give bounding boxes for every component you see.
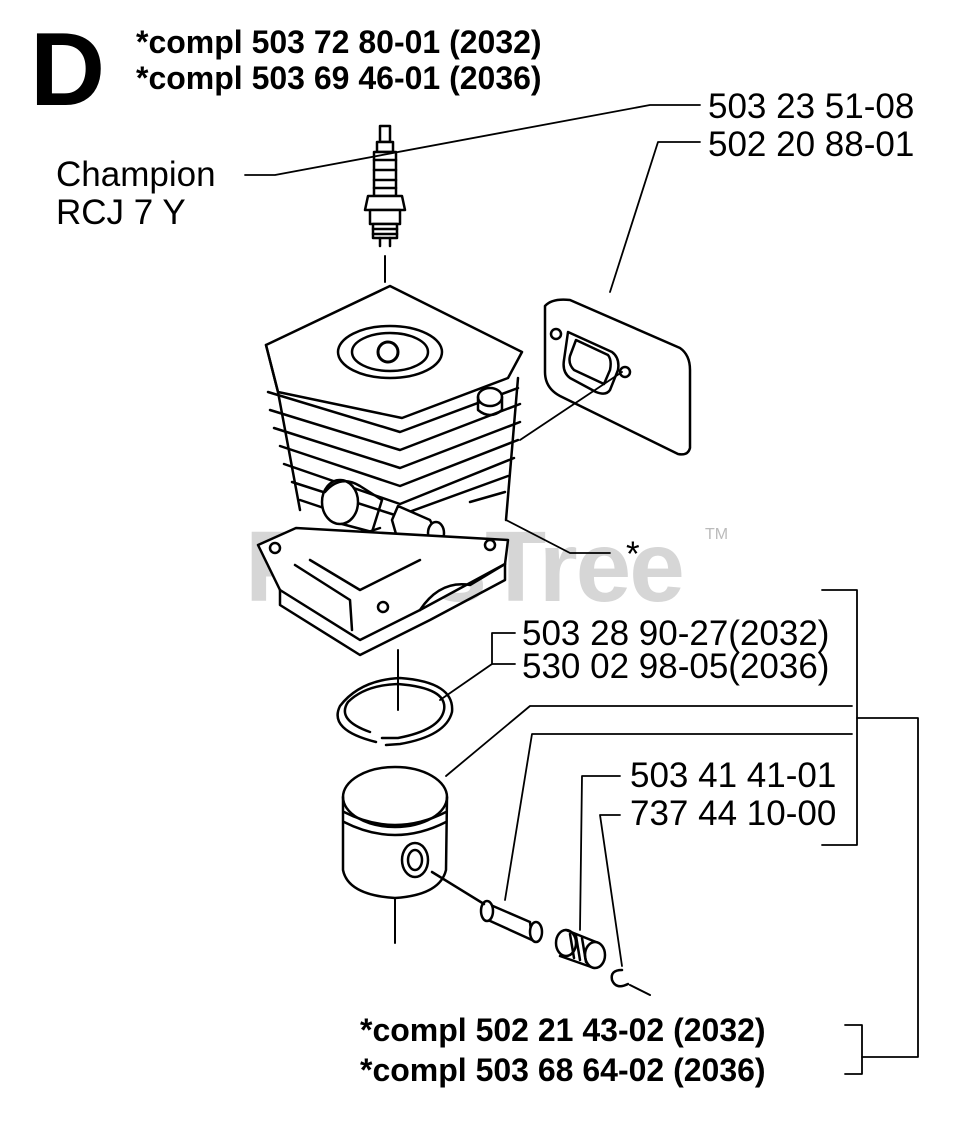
footer-compl-2036: *compl 503 68 64-02 (2036) — [360, 1052, 766, 1088]
ring-part-number-2032: 503 28 90-27(2032) — [522, 614, 830, 653]
needle-bearing-drawing — [554, 928, 607, 970]
section-letter: D — [30, 12, 106, 128]
footer-compl-2032: *compl 502 21 43-02 (2032) — [360, 1012, 766, 1048]
spark-plug-model: RCJ 7 Y — [56, 193, 186, 232]
piston-pin-drawing — [430, 870, 544, 944]
cylinder-marker: * — [626, 535, 640, 574]
leader-lines — [244, 104, 919, 1075]
gasket-drawing — [543, 298, 692, 456]
circlip-drawing — [610, 968, 651, 996]
circlip-part-number: 737 44 10-00 — [630, 794, 837, 833]
cylinder-drawing — [256, 284, 524, 711]
piston-drawing — [341, 765, 449, 944]
header-compl-2032: *compl 503 72 80-01 (2032) — [136, 24, 542, 60]
ring-part-number-2036: 530 02 98-05(2036) — [522, 647, 830, 686]
gasket-part-number: 502 20 88-01 — [708, 125, 915, 164]
bearing-part-number: 503 41 41-01 — [630, 756, 837, 795]
header-compl-2036: *compl 503 69 46-01 (2036) — [136, 60, 542, 96]
piston-ring-drawing — [336, 676, 454, 747]
watermark-trademark: TM — [705, 526, 729, 543]
spark-plug-drawing — [363, 124, 407, 283]
spark-plug-brand: Champion — [56, 155, 216, 194]
spark-plug-part-number: 503 23 51-08 — [708, 87, 915, 126]
